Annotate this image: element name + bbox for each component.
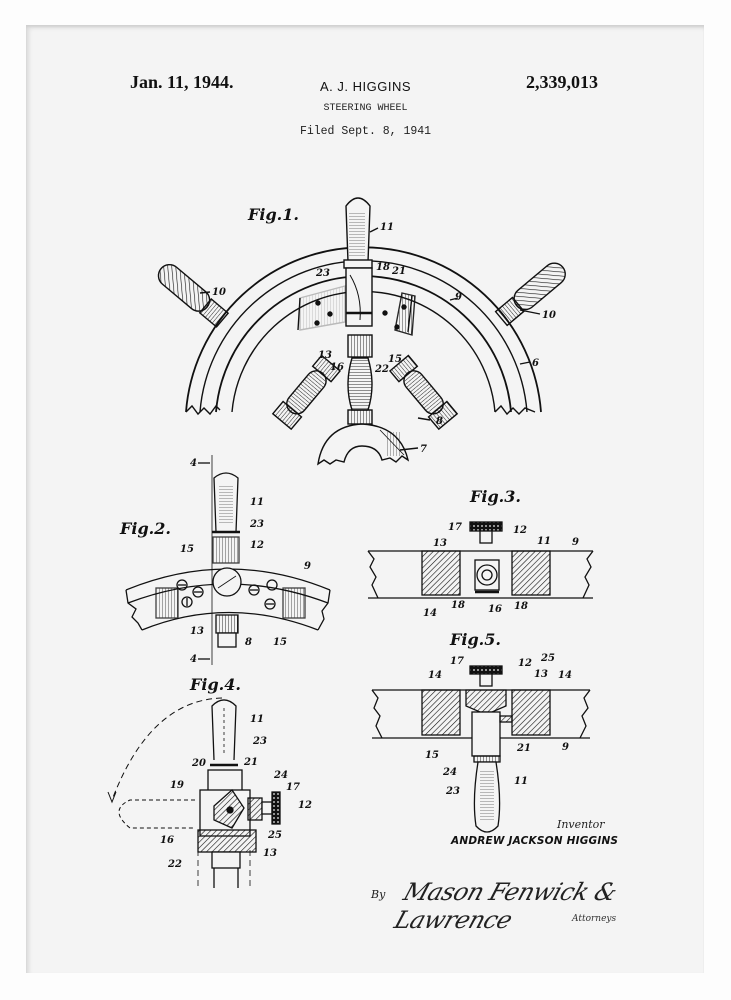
svg-text:14: 14	[558, 670, 572, 681]
svg-text:17: 17	[448, 522, 462, 533]
svg-text:21: 21	[243, 757, 258, 768]
svg-text:15: 15	[180, 544, 194, 555]
svg-text:25: 25	[540, 653, 555, 664]
fig2-callouts: 11 23 12 15 9 13 8 15	[180, 497, 311, 648]
figure-1: Fig.1.	[157, 197, 566, 466]
svg-text:8: 8	[436, 416, 443, 427]
svg-text:14: 14	[423, 608, 437, 619]
fig3-callouts: 17 12 13 11 9 14 18 16 18	[423, 522, 579, 619]
svg-text:25: 25	[267, 830, 282, 841]
svg-text:22: 22	[167, 859, 182, 870]
svg-text:10: 10	[212, 287, 226, 298]
attorney-signature: Mason Fenwick & Lawrence	[390, 878, 621, 934]
fig3-label: Fig.3.	[469, 487, 521, 506]
svg-text:4: 4	[190, 458, 197, 469]
svg-text:23: 23	[445, 786, 460, 797]
svg-text:8: 8	[245, 637, 252, 648]
patent-number: 2,339,013	[526, 72, 598, 92]
svg-text:4: 4	[190, 654, 197, 665]
svg-text:15: 15	[425, 750, 439, 761]
svg-text:12: 12	[250, 540, 264, 551]
filed-date: Filed Sept. 8, 1941	[299, 125, 432, 138]
figure-4: Fig.4.	[107, 675, 281, 890]
signature-by: By	[371, 888, 386, 901]
svg-text:11: 11	[514, 776, 528, 787]
svg-text:16: 16	[160, 835, 174, 846]
svg-text:22: 22	[374, 364, 389, 375]
svg-text:18: 18	[514, 601, 528, 612]
svg-text:19: 19	[170, 780, 184, 791]
fig1-callouts: 11 23 18 21 10 9 10 6 13 16 22 15 8 7	[212, 222, 556, 455]
figure-5: Fig.5.	[371, 630, 591, 833]
attorneys-label: Attorneys	[572, 914, 617, 924]
svg-text:13: 13	[318, 350, 332, 361]
svg-text:13: 13	[190, 626, 204, 637]
svg-text:20: 20	[191, 758, 206, 769]
svg-text:13: 13	[534, 669, 548, 680]
svg-text:13: 13	[433, 538, 447, 549]
svg-text:11: 11	[250, 714, 264, 725]
figure-3: Fig.3.	[367, 487, 594, 599]
inventor-label: Inventor	[557, 818, 605, 831]
svg-text:17: 17	[286, 782, 300, 793]
fig1-label: Fig.1.	[247, 205, 299, 224]
svg-text:23: 23	[249, 519, 264, 530]
figure-2: Fig.2. 4 4	[119, 455, 331, 665]
svg-text:11: 11	[250, 497, 264, 508]
svg-text:23: 23	[252, 736, 267, 747]
fig5-label: Fig.5.	[449, 630, 501, 649]
svg-text:6: 6	[532, 358, 539, 369]
svg-text:14: 14	[428, 670, 442, 681]
svg-text:24: 24	[442, 767, 457, 778]
svg-text:9: 9	[572, 537, 579, 548]
fig4-label: Fig.4.	[189, 675, 241, 694]
svg-text:9: 9	[455, 292, 462, 303]
svg-text:10: 10	[542, 310, 556, 321]
svg-text:15: 15	[388, 354, 402, 365]
svg-text:9: 9	[562, 742, 569, 753]
svg-text:17: 17	[450, 656, 464, 667]
patent-date: Jan. 11, 1944.	[130, 72, 234, 92]
svg-text:21: 21	[391, 266, 406, 277]
fig5-callouts: 17 12 25 14 13 14 15 21 9 24 23 11	[425, 653, 572, 797]
svg-text:16: 16	[488, 604, 502, 615]
svg-text:9: 9	[304, 561, 311, 572]
inventor-short-name: A. J. HIGGINS	[319, 79, 411, 94]
svg-text:15: 15	[273, 637, 287, 648]
svg-text:12: 12	[298, 800, 312, 811]
svg-text:21: 21	[516, 743, 531, 754]
fig4-callouts: 11 23 20 21 19 24 17 12 16 25 22 13	[160, 714, 312, 870]
patent-sheet	[26, 25, 704, 973]
patent-title: STEERING WHEEL	[323, 103, 408, 114]
fig2-label: Fig.2.	[119, 519, 171, 538]
svg-text:7: 7	[420, 444, 427, 455]
svg-text:16: 16	[330, 362, 344, 373]
svg-text:13: 13	[263, 848, 277, 859]
svg-text:24: 24	[273, 770, 288, 781]
svg-text:18: 18	[376, 262, 390, 273]
svg-text:23: 23	[315, 268, 330, 279]
svg-text:11: 11	[537, 536, 551, 547]
inventor-name: ANDREW JACKSON HIGGINS	[451, 835, 619, 847]
svg-text:18: 18	[451, 600, 465, 611]
svg-text:11: 11	[380, 222, 394, 233]
svg-text:12: 12	[518, 658, 532, 669]
svg-text:12: 12	[513, 525, 527, 536]
